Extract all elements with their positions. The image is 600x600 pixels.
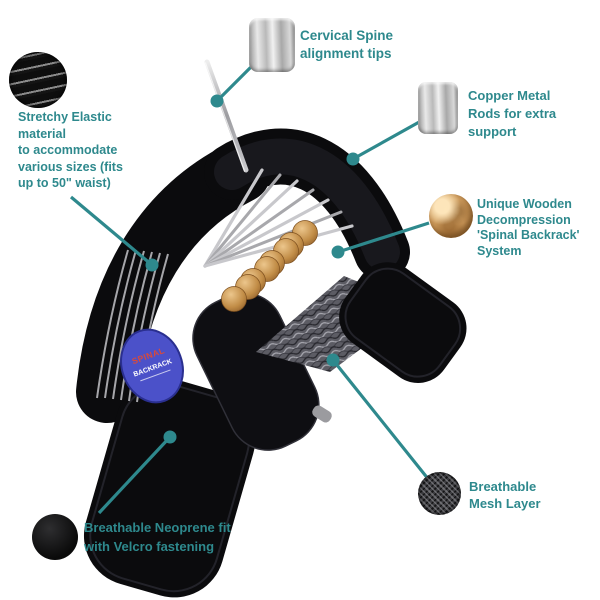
mesh-fabric-swatch: [418, 472, 461, 515]
callout-line: 'Spinal Backrack': [477, 228, 580, 242]
wooden-beads: [221, 220, 318, 312]
metal-end-cap: [312, 405, 332, 423]
elastic-fabric-swatch: [9, 52, 67, 108]
neoprene-fabric-swatch: [32, 514, 78, 560]
callout-stretchy-elastic: Stretchy Elastic material to accommodate…: [18, 109, 123, 192]
callout-line: to accommodate: [18, 143, 118, 157]
callout-line: Cervical Spine: [300, 28, 394, 43]
callout-line: with Velcro fastening: [84, 539, 215, 554]
metal-rod-swatch: [249, 18, 295, 72]
callout-line: support: [468, 124, 517, 139]
callout-line: Rods for extra: [468, 106, 557, 121]
single-metal-rod: [204, 59, 249, 173]
callout-wooden-system: Unique Wooden Decompression 'Spinal Back…: [477, 197, 580, 259]
callout-line: Breathable: [469, 479, 537, 494]
callout-line: alignment tips: [300, 46, 392, 61]
callout-line: Unique Wooden: [477, 197, 572, 211]
callout-line: various sizes (fits: [18, 159, 123, 174]
callout-copper-rods: Copper Metal Rods for extra support: [468, 87, 556, 141]
callout-line: Breathable Neoprene fit: [84, 520, 231, 535]
brand-logo: SPINAL BACKRACK: [120, 328, 184, 404]
callout-cervical-spine-tips: Cervical Spine alignment tips: [300, 27, 393, 63]
callout-line: Decompression: [477, 212, 571, 227]
callout-mesh-layer: Breathable Mesh Layer: [469, 478, 541, 512]
callout-neoprene-velcro: Breathable Neoprene fit with Velcro fast…: [84, 518, 231, 556]
callout-connectors: [69, 65, 431, 515]
callout-line: Copper Metal: [468, 88, 551, 103]
copper-rod-swatch: [418, 82, 458, 134]
device-bottom-paddle: [83, 378, 256, 598]
metal-rod-fan: [203, 168, 354, 268]
wooden-ball-swatch: [429, 194, 473, 238]
device-right-paddle: [339, 262, 467, 383]
callout-line: Stretchy Elastic: [18, 110, 112, 124]
callout-line: System: [477, 243, 522, 258]
callout-line: material: [18, 126, 66, 141]
callout-line: Mesh Layer: [469, 496, 541, 511]
callout-line: up to 50" waist): [18, 176, 111, 190]
